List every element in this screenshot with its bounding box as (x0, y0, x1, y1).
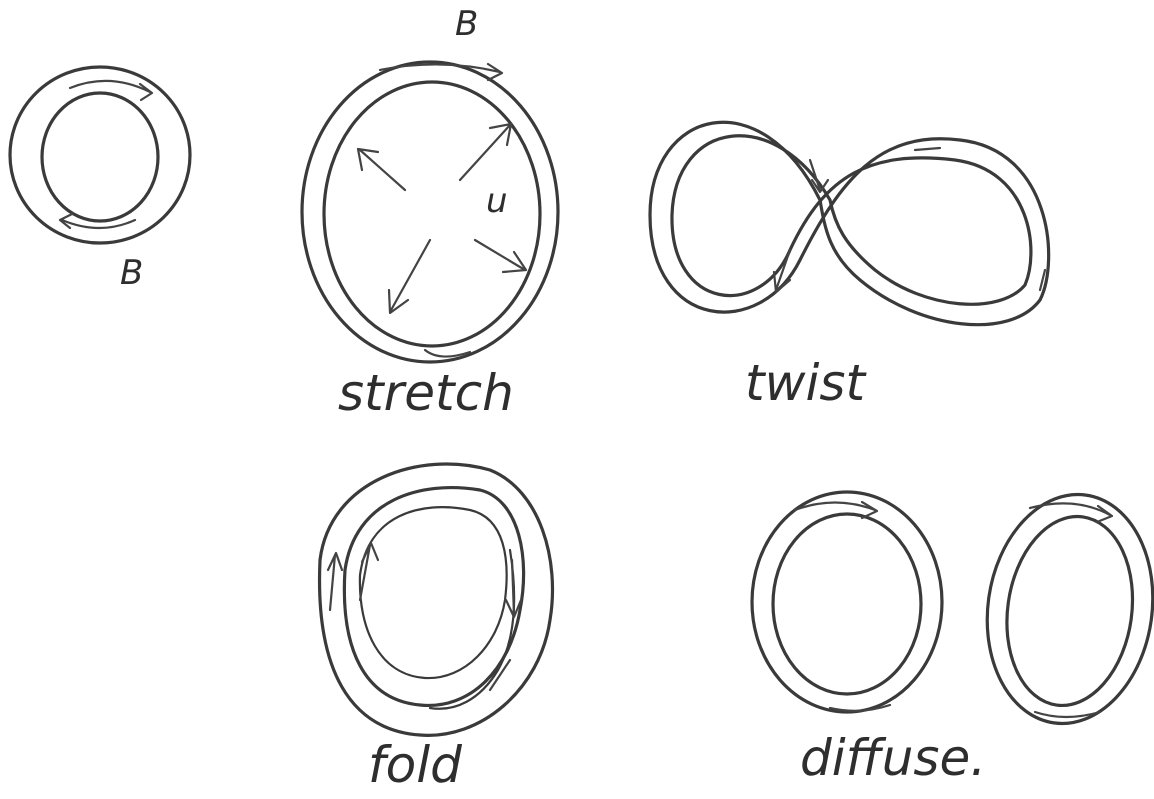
initial-field-label: B (120, 253, 143, 293)
stretch-loop: B u stretch (302, 4, 558, 422)
velocity-arrow-icon (358, 149, 405, 190)
diffuse-caption: diffuse. (800, 729, 986, 787)
velocity-arrow-icon (460, 124, 511, 180)
loop-arrow-icon (915, 148, 940, 150)
twist-loop: twist (650, 122, 1049, 412)
stretch-field-label: B (455, 4, 478, 44)
diffuse-loops: diffuse. (752, 484, 1154, 787)
fold-loop: fold (320, 464, 553, 794)
loop-arrow-icon (328, 553, 342, 610)
initial-loop: B (10, 67, 190, 293)
fold-caption: fold (368, 736, 462, 794)
velocity-label: u (486, 181, 508, 221)
stretch-caption: stretch (338, 364, 514, 422)
velocity-arrow-icon (475, 240, 526, 272)
velocity-arrow-icon (389, 240, 430, 313)
twist-caption: twist (745, 354, 867, 412)
loop-arrow-icon (360, 543, 378, 600)
loop-arrow-icon (1030, 503, 1112, 522)
